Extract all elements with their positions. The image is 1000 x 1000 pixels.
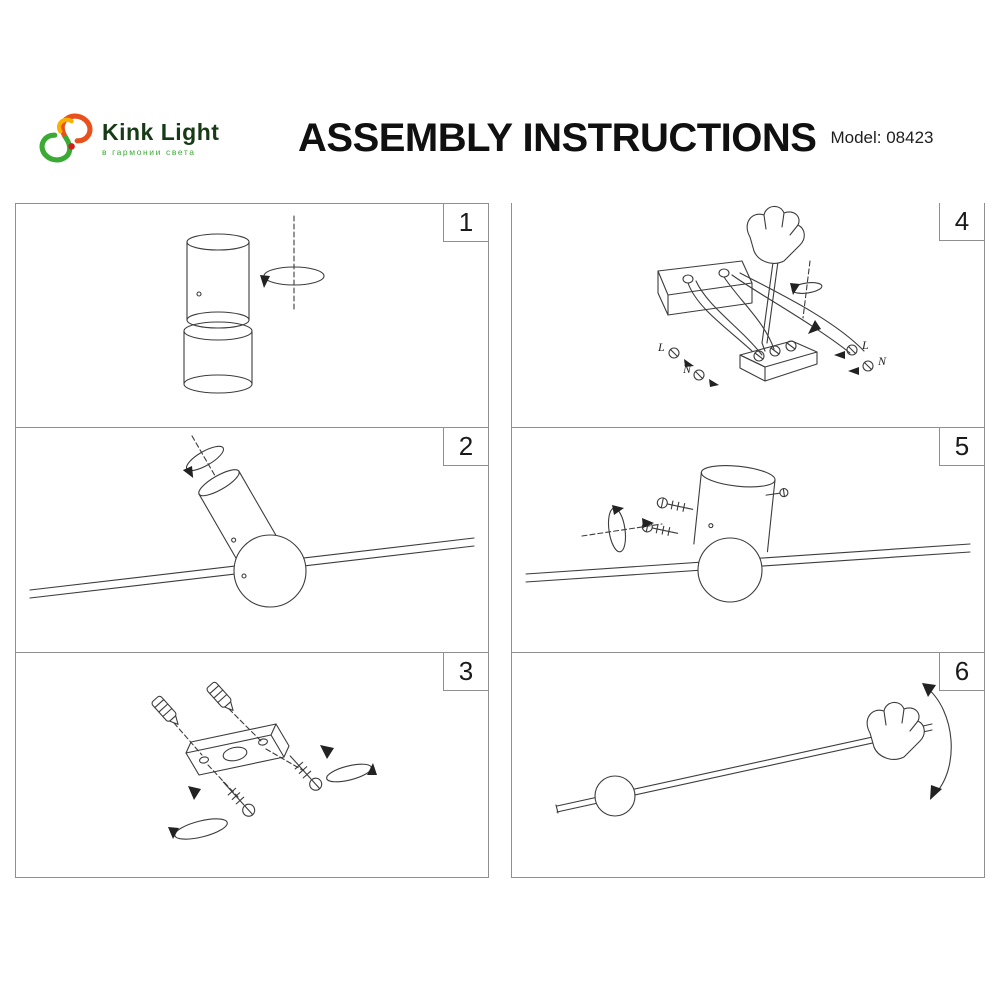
- step-panel-1: 1: [15, 203, 489, 428]
- wall-anchor: [151, 695, 179, 725]
- steps-grid: 1: [15, 203, 985, 878]
- step-number-2: 2: [443, 428, 488, 466]
- mounting-bracket: [185, 723, 290, 776]
- ball-joint: [233, 534, 307, 608]
- step-6-illustration: [555, 683, 952, 817]
- wiring-labels: L N L N: [657, 338, 887, 387]
- step-number-4: 4: [939, 203, 984, 241]
- step-number-1: 1: [443, 204, 488, 242]
- brand-logo-icon: [39, 113, 93, 163]
- step-panel-5: 5: [511, 428, 985, 653]
- rotation-arrow: [320, 745, 377, 783]
- step-2-illustration: [29, 435, 475, 608]
- wall-plate: [657, 260, 753, 316]
- ball-joint: [697, 537, 763, 603]
- step-3-illustration: [151, 681, 377, 840]
- step-panel-2: 2: [15, 428, 489, 653]
- hand: [866, 701, 925, 760]
- brand-logo: Kink Light в гармонии света: [38, 112, 298, 164]
- label-right-l: L: [861, 338, 869, 352]
- page-title: ASSEMBLY INSTRUCTIONS: [298, 115, 817, 160]
- step-number-3: 3: [443, 653, 488, 691]
- model-number: Model: 08423: [830, 128, 934, 147]
- brand-name: Kink Light: [102, 119, 220, 145]
- rotation-arrow: [790, 260, 823, 334]
- label-left-l: L: [657, 340, 665, 354]
- wires: [687, 272, 865, 356]
- brand-tagline: в гармонии света: [102, 147, 196, 157]
- terminal-block: [739, 340, 818, 382]
- step-panel-4: 4: [511, 203, 985, 428]
- mounting-screw: [222, 781, 256, 817]
- step-1-illustration: [183, 215, 325, 394]
- wall-anchor: [206, 681, 234, 711]
- step-panel-6: 6: [511, 653, 985, 878]
- set-screw: [656, 497, 694, 512]
- step-4-illustration: L N L N: [657, 205, 887, 387]
- step-panel-3: 3: [15, 653, 489, 878]
- lamp-head-cylinder: [183, 233, 253, 394]
- rotation-arrow: [922, 683, 952, 800]
- mounting-screw: [289, 755, 323, 791]
- header: Kink Light в гармонии света ASSEMBLY INS…: [0, 106, 1000, 170]
- lamp-head-cylinder: [693, 464, 776, 553]
- hand: [746, 205, 805, 264]
- rotation-axis: [260, 215, 325, 310]
- rotation-arrow: [168, 786, 228, 840]
- lamp-head-tilted: [182, 435, 277, 559]
- step-5-illustration: [525, 464, 971, 603]
- rotation-arrow: [581, 505, 663, 553]
- set-screw: [765, 488, 789, 498]
- ball-joint: [594, 775, 636, 817]
- label-right-n: N: [877, 354, 887, 368]
- step-number-6: 6: [939, 653, 984, 691]
- label-left-n: N: [682, 362, 692, 376]
- step-number-5: 5: [939, 428, 984, 466]
